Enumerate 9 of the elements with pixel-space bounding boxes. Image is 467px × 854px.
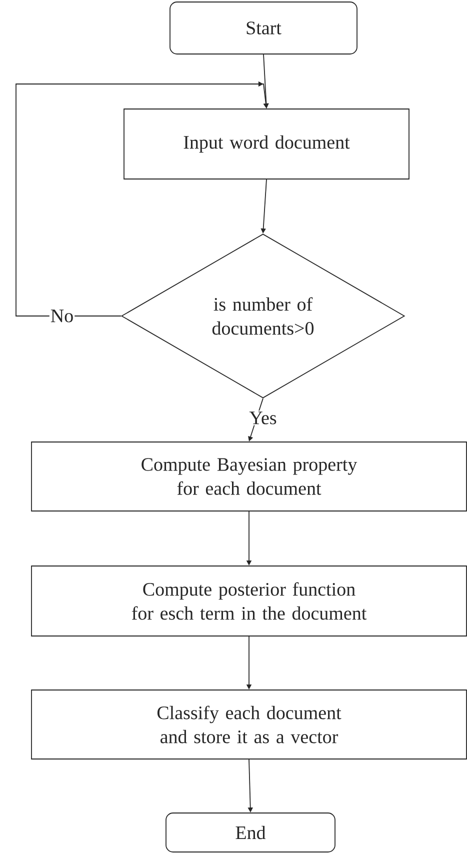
process-box: Input word document [124,108,410,180]
terminal-box: End [166,812,336,852]
process-box: Compute Bayesian property for each document [31,442,467,512]
edge-label: Yes [248,410,278,426]
arrow [16,81,268,316]
process-box: Compute posterior function for esch term in the document [31,566,467,636]
terminal-box: Start [170,2,358,54]
edge-label: No [49,308,75,324]
process-box: Classify each document and store it as a vector [31,690,467,760]
